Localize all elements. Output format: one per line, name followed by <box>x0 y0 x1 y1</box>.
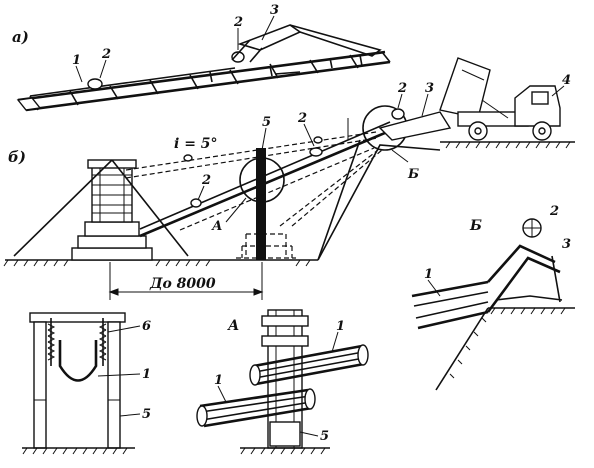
section-b-marker: Б <box>407 167 419 182</box>
view-a-conveyor-frame <box>16 24 391 112</box>
callout-b-3: 3 <box>425 81 434 96</box>
callout-detail-b-3: 3 <box>562 237 571 252</box>
callout-b-2-upper: 2 <box>297 111 307 126</box>
callout-b-5: 5 <box>262 115 271 130</box>
view-b-label: б) <box>8 148 26 166</box>
callout-detail-a-1-lower: 1 <box>214 373 223 388</box>
distance-label: До 8000 <box>149 276 216 292</box>
slope-label: i = 5° <box>174 136 218 152</box>
callout-b-2-lower: 2 <box>201 173 211 188</box>
hopper-3-a <box>237 24 302 51</box>
callout-a-2: 2 <box>101 47 111 62</box>
detail-b-joint <box>411 218 575 391</box>
inclined-conveyor <box>139 128 393 238</box>
callout-detail-a-1-upper: 1 <box>336 319 345 334</box>
detail-a-label: А <box>227 318 239 334</box>
chute-3 <box>378 111 452 141</box>
detail-b-label: Б <box>469 218 482 234</box>
callout-a-3: 3 <box>270 3 279 18</box>
column-support-5 <box>236 148 296 260</box>
view-b-installation <box>3 57 575 300</box>
pipe-stack-tower <box>13 159 189 261</box>
dump-truck-4 <box>439 57 561 141</box>
callout-frame-5: 5 <box>142 407 151 422</box>
callout-a-1: 1 <box>72 53 81 68</box>
detail-a-crossing <box>196 309 369 455</box>
callout-detail-a-5: 5 <box>320 429 329 444</box>
view-a-label: а) <box>12 28 29 46</box>
callout-b-2-top: 2 <box>397 81 407 96</box>
callout-b-4: 4 <box>562 73 571 88</box>
callout-a-2b: 2 <box>233 15 243 30</box>
callout-frame-6: 6 <box>142 319 151 334</box>
roller-2-a <box>87 78 103 90</box>
section-a-marker: А <box>211 219 223 234</box>
callout-detail-b-1: 1 <box>424 267 433 282</box>
detail-circle-a <box>239 157 285 203</box>
callout-detail-b-2: 2 <box>549 204 559 219</box>
callout-frame-1: 1 <box>142 367 151 382</box>
detail-suspension-frame <box>22 312 135 455</box>
